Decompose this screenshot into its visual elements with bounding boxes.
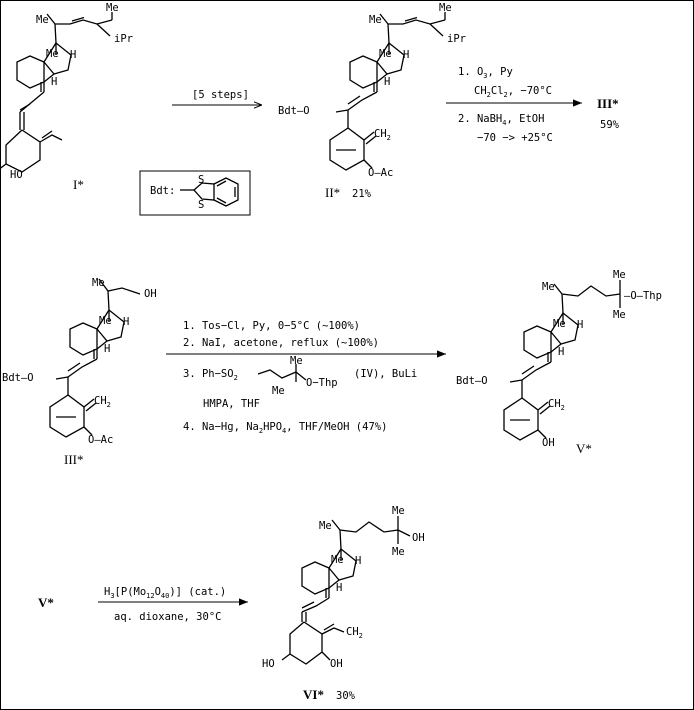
- label-bdt-o: Bdt—O: [2, 372, 34, 384]
- reagent-text: H3[P(Mo12O40)] (cat.): [104, 586, 226, 600]
- compound-label: V*: [38, 595, 54, 610]
- reagent-text: O−Thp: [306, 377, 338, 389]
- compound-label: II*: [325, 185, 340, 200]
- reagent-text: [5 steps]: [192, 89, 249, 101]
- label-h: H: [384, 76, 390, 88]
- label-ch2: CH2: [346, 626, 363, 640]
- yield-label: 59%: [600, 119, 620, 131]
- label-h: H: [123, 316, 129, 328]
- reagent-block: 1. Tos−Cl, Py, 0−5°C (~100%) 2. NaI, ace…: [183, 320, 417, 435]
- reagent-text: 2. NaI, acetone, reflux (~100%): [183, 337, 379, 349]
- reagent-block: H3[P(Mo12O40)] (cat.) aq. dioxane, 30°C: [104, 586, 226, 623]
- label-ch2: CH2: [548, 398, 565, 412]
- reagent-text: 1. O3, Py: [458, 66, 513, 80]
- label-me: Me: [613, 269, 626, 281]
- label-me: Me: [439, 2, 452, 14]
- label-me: Me: [392, 505, 405, 517]
- label-h: H: [577, 319, 583, 331]
- reagent-text: (IV), BuLi: [354, 368, 417, 380]
- reagent-text: HMPA, THF: [203, 398, 260, 410]
- label-me: Me: [553, 318, 566, 330]
- label-h: H: [70, 49, 76, 61]
- bdt-sulfur-label: S: [198, 174, 204, 186]
- label-bdt-o: Bdt—O: [456, 375, 488, 387]
- label-oac: O—Ac: [88, 434, 113, 446]
- bdt-label: Bdt:: [150, 185, 175, 197]
- reagent-text: Me: [272, 385, 285, 397]
- reagent-text: 2. NaBH4, EtOH: [458, 113, 544, 127]
- label-me: Me: [92, 277, 105, 289]
- reagent-text: 4. Na−Hg, Na2HPO4, THF/MeOH (47%): [183, 421, 387, 435]
- structure-compound-VI: Me Me OH Me Me H H CH2 HO OH: [262, 505, 425, 670]
- label-me: Me: [392, 546, 405, 558]
- compound-label: III*: [64, 452, 84, 467]
- label-me: Me: [369, 14, 382, 26]
- label-ho: HO: [262, 658, 275, 670]
- label-oac: O—Ac: [368, 167, 393, 179]
- label-me: Me: [106, 2, 119, 14]
- structure-compound-I: Me Me iPr Me H H HO: [0, 2, 133, 181]
- yield-label: 21%: [352, 188, 372, 200]
- label-h: H: [403, 49, 409, 61]
- label-ipr: iPr: [447, 33, 466, 45]
- bdt-sulfur-label: S: [198, 199, 204, 211]
- compound-label: I*: [73, 177, 84, 192]
- label-h: H: [104, 343, 110, 355]
- label-ch2: CH2: [94, 395, 111, 409]
- label-me: Me: [99, 315, 112, 327]
- label-ch2: CH2: [374, 128, 391, 142]
- label-oh: OH: [330, 658, 343, 670]
- reagent-text: −70 −> +25°C: [477, 132, 553, 144]
- label-oh: OH: [412, 532, 425, 544]
- label-h: H: [51, 76, 57, 88]
- structure-compound-V: Me Me —O—Thp Me Me H H Bdt—O CH2 OH: [456, 269, 662, 449]
- reagent-text: 3. Ph−SO2: [183, 368, 238, 382]
- structure-compound-II: Me Me iPr Me H H Bdt—O CH2 O—Ac: [278, 2, 466, 179]
- reagent-text: 1. Tos−Cl, Py, 0−5°C (~100%): [183, 320, 360, 332]
- label-oh: OH: [144, 288, 157, 300]
- label-h: H: [336, 582, 342, 594]
- reagent-text: CH2Cl2, −70°C: [474, 85, 552, 99]
- label-me: Me: [331, 554, 344, 566]
- compound-label: VI*: [303, 687, 324, 702]
- bdt-legend-box: Bdt: S S: [139, 170, 251, 216]
- label-h: H: [558, 346, 564, 358]
- label-ho: HO: [10, 169, 23, 181]
- label-me: Me: [613, 309, 626, 321]
- compound-label: V*: [576, 441, 592, 456]
- label-bdt-o: Bdt—O: [278, 105, 310, 117]
- reagent-text: aq. dioxane, 30°C: [114, 611, 221, 623]
- reagent-text: Me: [290, 355, 303, 367]
- compound-label: III*: [597, 96, 619, 111]
- label-me: Me: [46, 48, 59, 60]
- label-me: Me: [379, 48, 392, 60]
- reagent-block: 1. O3, Py CH2Cl2, −70°C 2. NaBH4, EtOH −…: [458, 66, 553, 144]
- label-ipr: iPr: [114, 33, 133, 45]
- label-h: H: [355, 555, 361, 567]
- yield-label: 30%: [336, 690, 356, 702]
- label-othp: —O—Thp: [624, 290, 662, 302]
- label-me: Me: [319, 520, 332, 532]
- label-oh: OH: [542, 437, 555, 449]
- structure-compound-III: Me OH Me H H Bdt—O CH2 O—Ac: [2, 277, 157, 446]
- label-me: Me: [36, 14, 49, 26]
- label-me: Me: [542, 281, 555, 293]
